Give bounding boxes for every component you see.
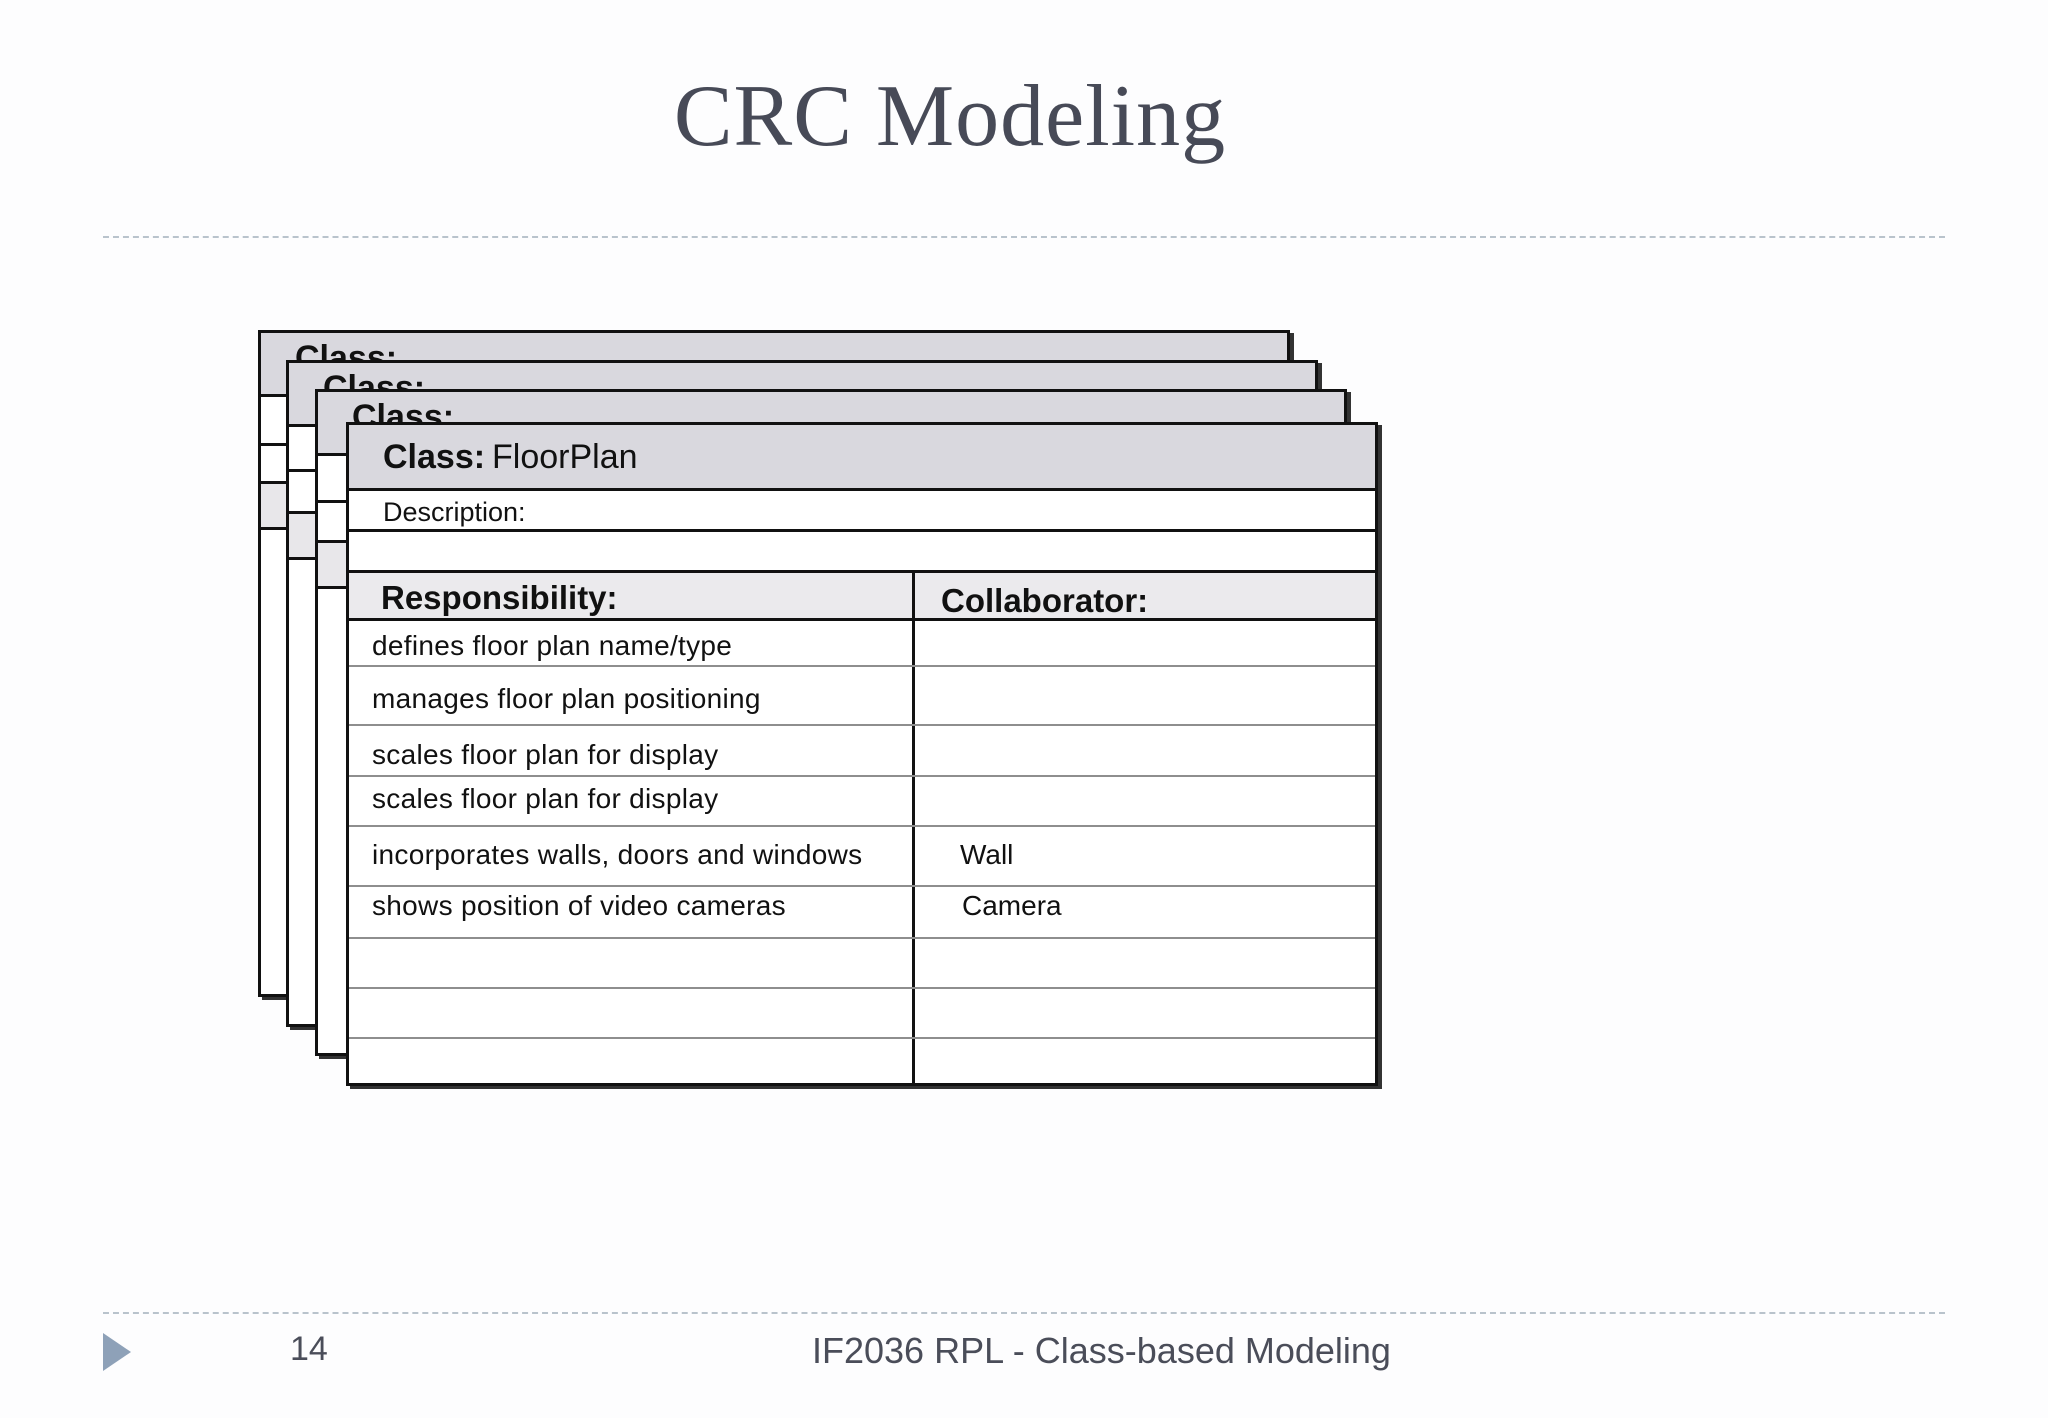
responsibility-cell: shows position of video cameras [372, 890, 786, 921]
responsibility-cell: manages floor plan positioning [372, 683, 761, 714]
responsibility-cell: scales floor plan for display [372, 783, 719, 814]
card-header: Class: FloorPlan [349, 425, 1375, 491]
collaborator-header: Collaborator: [941, 582, 1149, 619]
triangle-right-icon [103, 1333, 131, 1371]
row-divider [349, 618, 1375, 621]
class-name: FloorPlan [492, 438, 638, 476]
responsibility-cell: scales floor plan for display [372, 739, 719, 770]
column-header-row [349, 573, 1375, 621]
footer-text: IF2036 RPL - Class-based Modeling [812, 1330, 1391, 1371]
footer-divider [103, 1312, 1945, 1314]
responsibility-cell: defines floor plan name/type [372, 630, 733, 661]
row-divider [349, 570, 1375, 573]
slide-title: CRC Modeling [673, 68, 1227, 165]
crc-card-floorplan: Class: FloorPlan Description: Responsibi… [346, 422, 1378, 1086]
description-label: Description: [383, 497, 526, 527]
title-divider [103, 236, 1945, 238]
collaborator-cell: Camera [962, 890, 1062, 921]
collaborator-cell: Wall [960, 839, 1014, 870]
row-divider [349, 529, 1375, 532]
page-number: 14 [290, 1330, 328, 1368]
responsibility-header: Responsibility: [381, 579, 618, 616]
column-divider [912, 573, 915, 1083]
class-label: Class: [383, 438, 486, 476]
responsibility-cell: incorporates walls, doors and windows [372, 839, 863, 870]
